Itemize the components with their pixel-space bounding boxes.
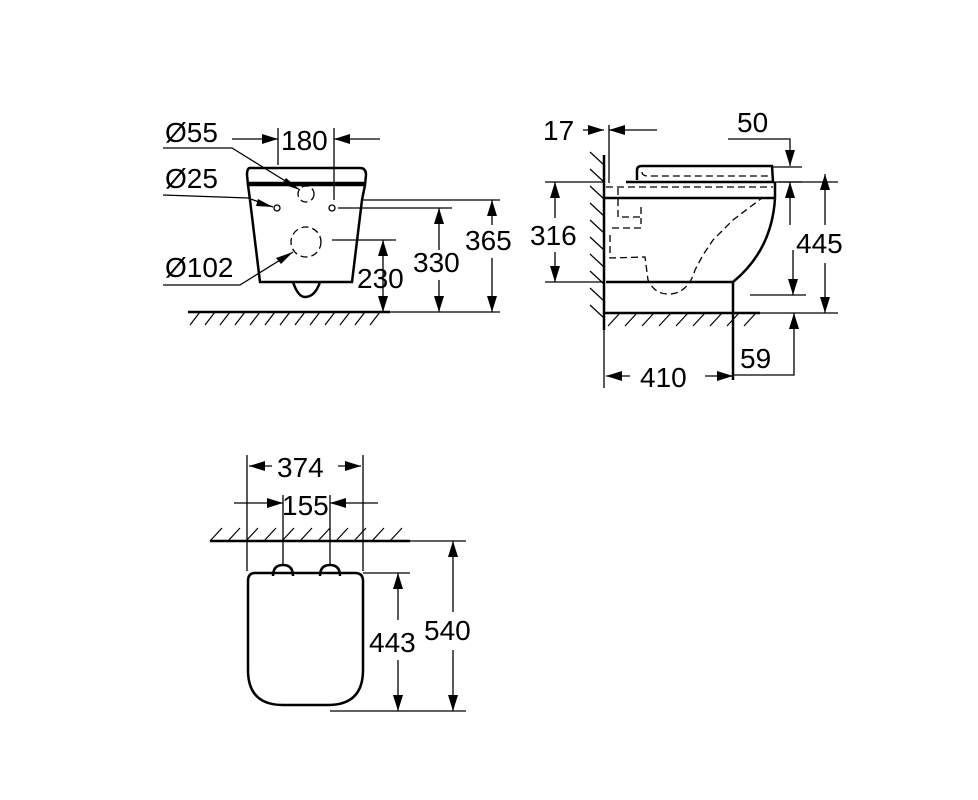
dim-bolt-diameter: Ø25 (165, 163, 218, 194)
dim-wall-gap: 17 (543, 115, 574, 146)
dim-seat-thickness: 50 (737, 107, 768, 138)
dim-total-length: 540 (424, 615, 471, 646)
dim-waste-diameter: Ø102 (165, 252, 234, 283)
dim-hinge-spacing: 155 (282, 490, 329, 521)
dim-floor-clearance: 59 (740, 343, 771, 374)
dim-bolt-spacing: 180 (281, 125, 328, 156)
dim-depth: 410 (640, 362, 687, 393)
front-view: Ø55 180 Ø25 Ø102 230 330 365 (162, 117, 512, 326)
dim-seat-length: 443 (369, 627, 416, 658)
dim-width: 374 (277, 452, 324, 483)
dim-outlet-diameter: Ø55 (165, 117, 218, 148)
dim-total-height: 445 (796, 228, 843, 259)
dim-inlet-height: 365 (465, 225, 512, 256)
dim-bowl-height: 316 (530, 220, 577, 251)
dim-waste-height: 230 (357, 263, 404, 294)
top-view: 374 155 443 540 (209, 452, 471, 712)
dim-bolt-height: 330 (413, 247, 460, 278)
side-view: 17 50 316 445 410 59 (530, 107, 843, 393)
